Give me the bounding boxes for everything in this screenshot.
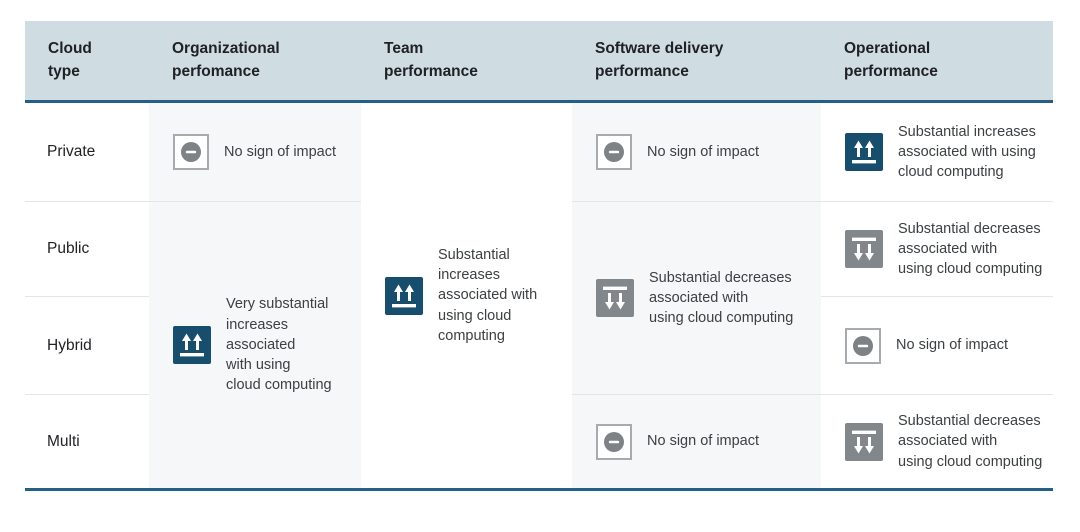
cell-text: No sign of impact <box>647 433 760 450</box>
cell-software-delivery-multi: No sign of impact <box>572 394 821 488</box>
cell-text: No sign of impact <box>896 337 1009 354</box>
cell-text: Substantial decreases associated with us… <box>898 413 1043 470</box>
no-impact-icon <box>596 134 632 170</box>
cell-text: Very substantial increases associated wi… <box>226 296 332 394</box>
cell-text: No sign of impact <box>224 143 337 160</box>
increase-icon <box>845 133 883 171</box>
cell-organizational-private: No sign of impact <box>149 103 361 201</box>
col-header-team-performance: Team performance <box>384 40 478 80</box>
cell-text: Substantial increases associated with us… <box>898 123 1036 181</box>
cell-text: Substantial decreases associated with us… <box>898 220 1043 278</box>
row-label-multi: Multi <box>25 394 149 488</box>
increase-icon <box>173 326 211 364</box>
col-header-organizational-performance: Organizational perfomance <box>172 40 280 80</box>
decrease-icon <box>845 230 883 268</box>
cell-text: Substantial decreases associated with us… <box>649 269 794 327</box>
cell-operational-public: Substantial decreases associated with us… <box>821 201 1053 296</box>
table-body: Private Public Hybrid Multi No sign of i… <box>25 103 1053 491</box>
cell-operational-multi: Substantial decreases associated with us… <box>821 394 1053 488</box>
row-label-public: Public <box>25 201 149 296</box>
cloud-type-performance-table: Cloud type Organizational perfomance Tea… <box>25 21 1053 491</box>
cell-software-delivery-public-hybrid: Substantial decreases associated with us… <box>572 201 821 394</box>
row-label-private: Private <box>25 103 149 201</box>
col-header-cloud-type: Cloud type <box>48 40 92 80</box>
col-header-software-delivery-performance: Software delivery performance <box>595 40 724 80</box>
no-impact-icon <box>845 327 881 364</box>
decrease-icon <box>596 279 634 317</box>
cell-text: Substantial increases associated with us… <box>438 246 538 344</box>
row-label-hybrid: Hybrid <box>25 296 149 394</box>
no-impact-icon <box>173 134 209 170</box>
decrease-icon <box>845 422 883 461</box>
cell-text: No sign of impact <box>647 143 760 160</box>
increase-icon <box>385 276 423 315</box>
cell-team-all-rows: Substantial increases associated with us… <box>361 103 572 488</box>
cell-software-delivery-private: No sign of impact <box>572 103 821 201</box>
cell-organizational-public-hybrid-multi: Very substantial increases associated wi… <box>149 201 361 488</box>
table-header-row: Cloud type Organizational perfomance Tea… <box>25 21 1053 103</box>
col-header-operational-performance: Operational performance <box>844 40 938 80</box>
cell-operational-hybrid: No sign of impact <box>821 296 1053 394</box>
cell-operational-private: Substantial increases associated with us… <box>821 103 1053 201</box>
no-impact-icon <box>596 423 632 460</box>
